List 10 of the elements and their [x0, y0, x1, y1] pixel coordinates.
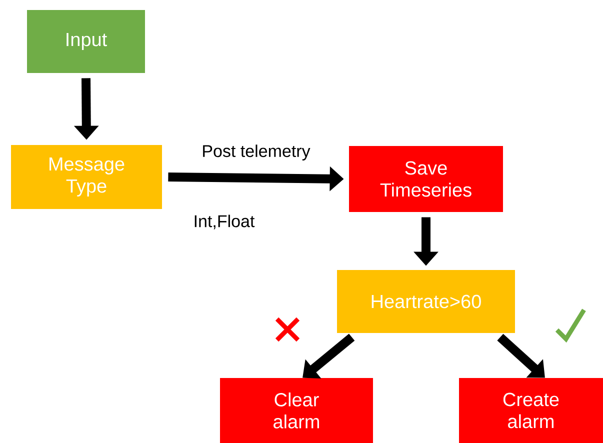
process-box: Message Type	[11, 145, 162, 209]
process-box: Create alarm	[459, 378, 603, 443]
process-box: Save Timeseries	[349, 146, 503, 212]
arrow	[497, 334, 545, 378]
decision-box: Heartrate>60	[337, 270, 515, 333]
process-box: Input	[27, 10, 145, 73]
edge-label: Post telemetry	[203, 144, 310, 160]
data-type-label: Int,Float	[194, 214, 255, 230]
arrow	[302, 334, 355, 378]
process-box: Clear alarm	[220, 378, 373, 443]
